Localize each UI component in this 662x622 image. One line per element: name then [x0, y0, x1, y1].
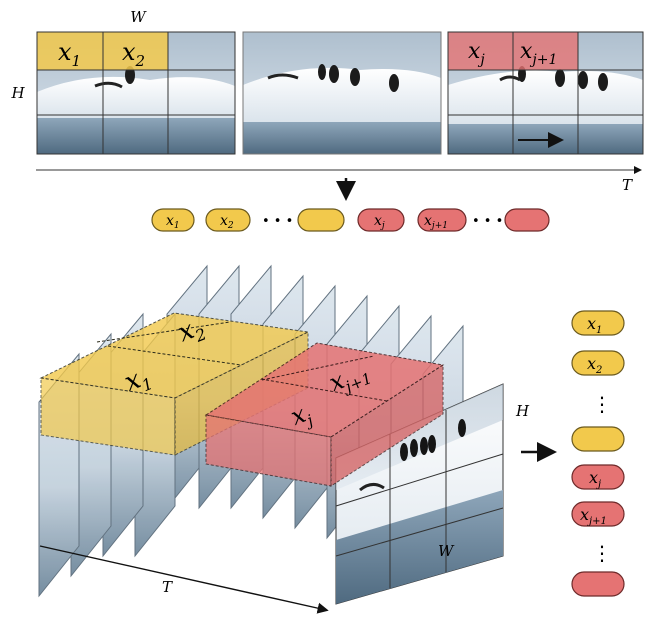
- tubelet-red: [204, 342, 445, 487]
- width-label-cube: W: [438, 542, 455, 560]
- frame-1: [36, 31, 236, 155]
- seq-ellipsis-1: • • •: [262, 214, 293, 229]
- token-xj1-top: xj+1: [520, 39, 557, 68]
- time-label-top: T: [622, 176, 633, 194]
- seq-token-x1: [151, 208, 195, 232]
- sequence-column: x1 x2 ⋮ xj xj+1 ⋮: [571, 310, 625, 597]
- seq-ellipsis-2: • • •: [472, 214, 503, 229]
- seq-token-xj: [357, 208, 405, 232]
- token-x1-top: x1: [58, 38, 81, 70]
- penguin-group-front: [359, 419, 466, 492]
- col-token-x2: [571, 350, 625, 376]
- height-label-top: H: [10, 84, 25, 102]
- svg-text:xj: xj: [589, 468, 601, 490]
- width-label-top: W: [130, 8, 147, 26]
- col-token-xj: [571, 464, 625, 490]
- svg-text:xj+1: xj+1: [580, 505, 607, 527]
- height-label-cube: H: [515, 402, 530, 420]
- seq-token-x2: [205, 208, 251, 232]
- col-dots-2: ⋮: [592, 541, 612, 565]
- frame-1-grid: [36, 31, 236, 155]
- frame-3: [447, 31, 644, 155]
- col-token-x1: [571, 310, 625, 336]
- seq-token-xj1: [417, 208, 467, 232]
- col-dots-1: ⋮: [592, 392, 612, 416]
- svg-text:x1: x1: [587, 314, 602, 336]
- time-label-cube: T: [162, 578, 173, 596]
- svg-text:x2: x2: [220, 213, 234, 231]
- svg-text:xj+1: xj+1: [424, 213, 448, 231]
- col-token-empty-yellow: [571, 426, 625, 452]
- penguin-group: [267, 64, 399, 92]
- token-x2-top: x2: [122, 38, 145, 70]
- front-frame-grid: [335, 410, 504, 588]
- tubelet-red-side: [330, 364, 444, 487]
- frame-3-grid: [447, 31, 644, 155]
- video-volume: [38, 264, 504, 614]
- frame-2: [242, 31, 442, 155]
- seq-token-empty-yellow: [297, 208, 345, 232]
- seq-token-empty-red: [504, 208, 550, 232]
- svg-text:x1: x1: [166, 213, 180, 231]
- time-axis-bottom: [39, 545, 329, 614]
- front-frame: [335, 383, 504, 605]
- svg-text:xj: xj: [374, 213, 385, 231]
- col-token-xj1: [571, 501, 625, 527]
- col-token-empty-red: [571, 571, 625, 597]
- sequence-row: x1 x2 • • • xj xj+1 • • •: [151, 208, 550, 232]
- svg-text:x2: x2: [587, 354, 602, 376]
- token-xj-top: xj: [468, 39, 485, 68]
